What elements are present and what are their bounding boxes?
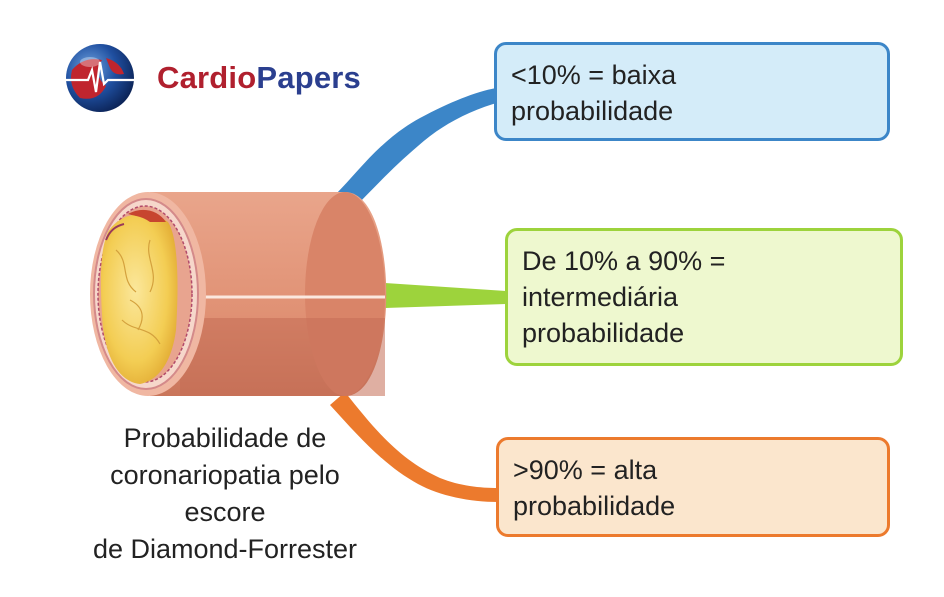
logo-text-papers: Papers [256, 60, 361, 95]
caption-line3: escore [184, 497, 266, 527]
artery-cross-section [90, 192, 387, 396]
connector-low [335, 88, 500, 210]
caption-line4: de Diamond-Forrester [92, 534, 358, 564]
cardiopapers-logo: CardioPapers [62, 40, 361, 120]
caption-line1: Probabilidade de [123, 423, 327, 453]
caption-line2: coronariopatia pelo [110, 460, 340, 490]
connector-high [330, 392, 498, 502]
logo-text-cardio: Cardio [157, 60, 257, 95]
box-low-probability: <10% = baixa probabilidade [494, 42, 890, 141]
box-mid-line3: probabilidade [522, 318, 685, 348]
box-high-probability: >90% = alta probabilidade [496, 437, 890, 537]
box-mid-line2: intermediária [522, 282, 679, 312]
box-low-line2: probabilidade [511, 96, 674, 126]
box-intermediate-probability: De 10% a 90% = intermediária probabilida… [505, 228, 903, 366]
logo-wordmark: CardioPapers [157, 60, 361, 96]
box-high-line1: >90% = alta [513, 455, 658, 485]
box-low-line1: <10% = baixa [511, 60, 677, 90]
connector-mid [385, 283, 506, 308]
globe-ecg-icon [66, 44, 138, 112]
diagram-caption: Probabilidade de coronariopatia pelo esc… [60, 420, 390, 568]
box-mid-line1: De 10% a 90% = [522, 246, 726, 276]
box-high-line2: probabilidade [513, 491, 676, 521]
